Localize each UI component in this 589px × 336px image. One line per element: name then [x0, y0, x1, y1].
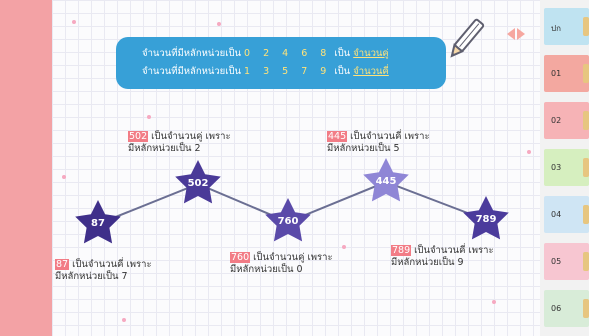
- caption-line1: เป็นจำนวนคี่ เพราะ: [72, 259, 152, 270]
- decor-dot: [72, 20, 76, 24]
- caption-line1: เป็นจำนวนคี่ เพราะ: [414, 245, 494, 256]
- star-number: 445: [375, 176, 397, 187]
- decor-dot: [147, 115, 151, 119]
- caption-tag: 789: [391, 245, 412, 256]
- slide-thumb-label: 02: [551, 116, 562, 125]
- decor-dot: [62, 175, 66, 179]
- star-number: 502: [187, 178, 209, 189]
- rule-even-mid: เป็น: [334, 48, 351, 59]
- decor-dot: [342, 245, 346, 249]
- slide-thumb-06[interactable]: 06: [544, 290, 589, 327]
- slide-thumb-03[interactable]: 03: [544, 149, 589, 186]
- number-chain: [75, 158, 509, 244]
- slide-thumb-sliver: [583, 299, 589, 318]
- pencil-icon: [450, 18, 485, 58]
- rule-odd-mid: เป็น: [334, 66, 351, 77]
- caption-line2: มีหลักหน่วยเป็น 2: [128, 143, 201, 154]
- slide-thumb-sliver: [583, 17, 589, 36]
- caption-line2: มีหลักหน่วยเป็น 5: [327, 143, 400, 154]
- slide-thumbnails-panel: ปก 01 02 03 04 05 06: [540, 0, 589, 336]
- caption-87: 87 เป็นจำนวนคี่ เพราะ มีหลักหน่วยเป็น 7: [55, 259, 152, 283]
- slide-thumb-sliver: [583, 158, 589, 177]
- slide-thumb-04[interactable]: 04: [544, 196, 589, 233]
- rule-odd: จำนวนที่มีหลักหน่วยเป็น 1 3 5 7 9 เป็น จ…: [142, 64, 389, 79]
- decor-dot: [527, 150, 531, 154]
- decor-dot: [122, 318, 126, 322]
- star-number: 87: [91, 218, 105, 229]
- caption-760: 760 เป็นจำนวนคู่ เพราะ มีหลักหน่วยเป็น 0: [230, 252, 333, 276]
- rule-even: จำนวนที่มีหลักหน่วยเป็น 0 2 4 6 8 เป็น จ…: [142, 46, 389, 61]
- star-789: [463, 196, 509, 240]
- caption-tag: 502: [128, 131, 149, 142]
- rule-odd-digits: 1 3 5 7 9: [244, 66, 332, 77]
- rule-even-highlight: จำนวนคู่: [353, 48, 389, 59]
- slide-thumb-01[interactable]: 01: [544, 55, 589, 92]
- slide-thumb-sliver: [583, 64, 589, 83]
- caption-line2: มีหลักหน่วยเป็น 7: [55, 271, 128, 282]
- rule-even-digits: 0 2 4 6 8: [244, 48, 332, 59]
- star-group: [75, 158, 509, 244]
- caption-tag: 445: [327, 131, 348, 142]
- slide-thumb-label: 01: [551, 69, 562, 78]
- slide-thumb-cover[interactable]: ปก: [544, 8, 589, 45]
- slide-thumb-05[interactable]: 05: [544, 243, 589, 280]
- caption-789: 789 เป็นจำนวนคี่ เพราะ มีหลักหน่วยเป็น 9: [391, 245, 494, 269]
- star-760: [265, 198, 311, 242]
- slide-thumb-label: 04: [551, 210, 562, 219]
- caption-line1: เป็นจำนวนคี่ เพราะ: [350, 131, 430, 142]
- slide-thumb-sliver: [583, 205, 589, 224]
- star-502: [175, 160, 221, 204]
- caption-tag: 87: [55, 259, 70, 270]
- caption-line1: เป็นจำนวนคู่ เพราะ: [151, 131, 231, 142]
- caption-tag: 760: [230, 252, 251, 263]
- left-rail: [0, 0, 52, 336]
- slide-thumb-sliver: [583, 252, 589, 271]
- star-87: [75, 200, 121, 244]
- caption-line1: เป็นจำนวนคู่ เพราะ: [253, 252, 333, 263]
- caption-line2: มีหลักหน่วยเป็น 0: [230, 264, 303, 275]
- slide-thumb-label: 06: [551, 304, 562, 313]
- star-number: 789: [475, 214, 497, 225]
- caption-502: 502 เป็นจำนวนคู่ เพราะ มีหลักหน่วยเป็น 2: [128, 131, 231, 155]
- star-number: 760: [277, 216, 299, 227]
- decor-dot: [492, 300, 496, 304]
- slide-thumb-label: 05: [551, 257, 562, 266]
- star-445: [363, 158, 409, 202]
- rule-even-prefix: จำนวนที่มีหลักหน่วยเป็น: [142, 48, 242, 59]
- decor-dot: [217, 22, 221, 26]
- slide-thumb-02[interactable]: 02: [544, 102, 589, 139]
- slide-thumb-label: ปก: [551, 24, 561, 33]
- rule-odd-highlight: จำนวนคี่: [353, 66, 389, 77]
- caption-line2: มีหลักหน่วยเป็น 9: [391, 257, 464, 268]
- slide-thumb-label: 03: [551, 163, 562, 172]
- nav-arrows-icon[interactable]: [505, 26, 527, 42]
- rule-odd-prefix: จำนวนที่มีหลักหน่วยเป็น: [142, 66, 242, 77]
- slide-thumb-sliver: [583, 111, 589, 130]
- rule-box: จำนวนที่มีหลักหน่วยเป็น 0 2 4 6 8 เป็น จ…: [116, 37, 446, 89]
- caption-445: 445 เป็นจำนวนคี่ เพราะ มีหลักหน่วยเป็น 5: [327, 131, 430, 155]
